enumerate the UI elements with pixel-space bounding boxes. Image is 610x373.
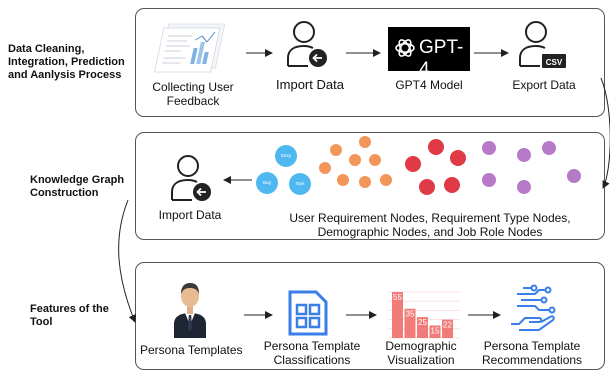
node-purple (517, 148, 531, 162)
section-label-line: Integration, Prediction (8, 56, 125, 68)
import-user-icon (287, 21, 327, 67)
export-data-caption: Export Data (512, 78, 576, 92)
recommendation-hand-icon (511, 284, 556, 331)
import-data-caption-kg: Import Data (158, 208, 222, 222)
node-red (450, 150, 466, 166)
demographic-bar-label: 15 (431, 326, 440, 335)
gpt4-logo-text: GPT-4 (419, 37, 464, 80)
export-user-icon (519, 21, 566, 68)
caption-line: Visualization (387, 353, 455, 367)
demographic-caption: Demographic Visualization (376, 339, 466, 367)
node-orange (330, 144, 342, 156)
demographic-bar (429, 325, 441, 338)
kg-nodes-caption: User Requirement Nodes, Requirement Type… (260, 211, 600, 239)
csv-badge: CSV (545, 58, 563, 67)
caption-line: Recommendations (482, 353, 583, 367)
curve-row2-to-row3 (118, 199, 137, 323)
node-purple (542, 141, 556, 155)
demographic-bar (417, 317, 428, 338)
caption-line: Demographic (385, 339, 457, 353)
node-red (444, 177, 460, 193)
caption-line: Collecting User (152, 80, 234, 94)
caption-line: Demographic Nodes, and Job Role Nodes (317, 225, 543, 239)
node-purple (517, 180, 531, 194)
section-label-line: Data Cleaning, (8, 43, 85, 55)
node-orange (319, 162, 331, 174)
red-nodes (405, 139, 466, 195)
node-orange (359, 136, 371, 148)
section-label-data-cleaning: Data Cleaning, Integration, Prediction a… (8, 43, 125, 82)
section-label-line: Tool (30, 316, 53, 328)
collect-feedback-caption: Collecting User Feedback (148, 80, 238, 108)
caption-line: Feedback (166, 94, 220, 108)
node-label: Story (281, 153, 292, 158)
demographic-bar-label: 22 (443, 321, 452, 330)
node-label: Task (295, 181, 305, 186)
demographic-bar (392, 292, 403, 338)
node-blue (256, 172, 278, 194)
node-red (419, 179, 435, 195)
section-label-knowledge-graph: Knowledge Graph Construction (30, 174, 124, 200)
node-orange (369, 154, 381, 166)
gpt4-caption: GPT4 Model (395, 78, 463, 92)
node-purple (482, 141, 496, 155)
recommendations-caption: Persona Template Recommendations (482, 339, 582, 367)
demographic-bar-label: 35 (406, 310, 415, 319)
node-purple (567, 169, 581, 183)
orange-nodes (319, 136, 392, 188)
section-label-line: Knowledge Graph (30, 174, 125, 186)
node-orange (349, 154, 361, 166)
section-label-line: Construction (30, 187, 99, 199)
gpt4-logo: GPT-4 (388, 27, 470, 80)
purple-nodes (482, 141, 581, 194)
demographic-bar (442, 319, 453, 338)
curve-row1-to-row2 (600, 77, 610, 189)
caption-line: Persona Template (483, 339, 581, 353)
caption-line: Persona Template (263, 339, 361, 353)
node-orange (337, 174, 349, 186)
section-label-features: Features of the Tool (30, 303, 109, 329)
node-orange (380, 174, 392, 186)
persona-templates-caption: Persona Templates (140, 343, 243, 357)
import-data-caption: Import Data (276, 77, 344, 92)
node-purple (482, 173, 496, 187)
node-red (405, 156, 421, 172)
caption-line: Classifications (273, 353, 351, 367)
node-label: Bug (263, 180, 272, 185)
node-blue (275, 145, 297, 167)
openai-logo-icon (395, 39, 415, 57)
classifications-caption: Persona Template Classifications (262, 339, 362, 367)
persona-avatar-icon (174, 283, 206, 338)
caption-line: User Requirement Nodes, Requirement Type… (289, 211, 571, 225)
feedback-documents-icon (154, 23, 226, 73)
blue-nodes: Story Bug Task (256, 145, 311, 195)
template-classification-icon (288, 290, 328, 336)
section-label-line: Features of the (30, 303, 109, 315)
node-blue (289, 173, 311, 195)
import-user-icon-kg (171, 155, 211, 201)
demographic-bar-label: 25 (418, 318, 427, 327)
demographic-bar-label: 55 (393, 293, 402, 302)
demographic-bar (404, 308, 416, 338)
node-orange (359, 176, 371, 188)
node-red (428, 139, 444, 155)
section-label-line: and Aanlysis Process (8, 69, 122, 81)
